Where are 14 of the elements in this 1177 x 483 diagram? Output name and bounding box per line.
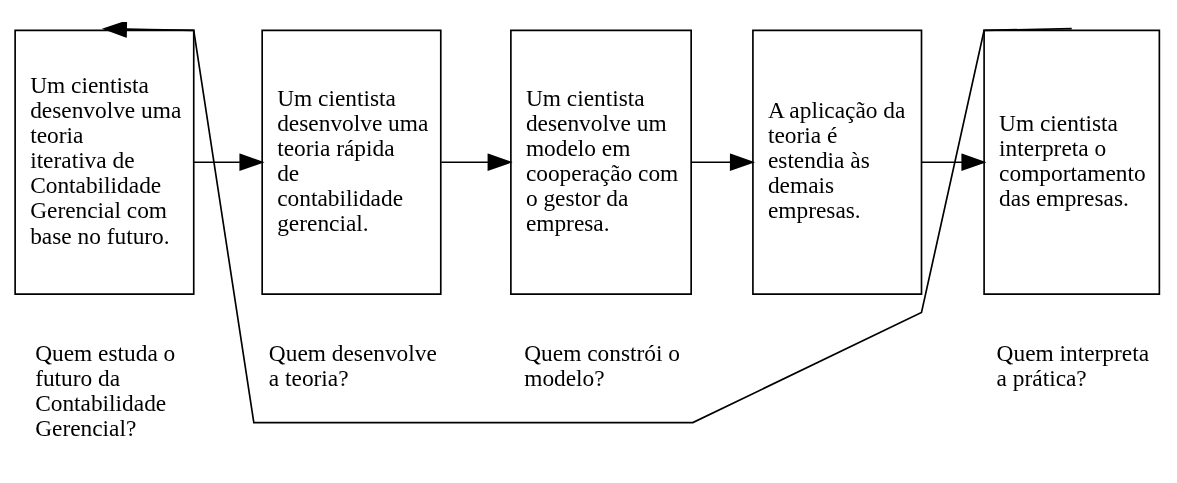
node-label: Quem interpreta a prática? xyxy=(996,340,1150,392)
arrow xyxy=(920,153,987,171)
node-box: Um cientista desenvolve um modelo em cooperação com o gestor da empresa. xyxy=(510,29,692,295)
node-label: Quem desenvolve a teoria? xyxy=(268,340,437,392)
arrow xyxy=(193,153,265,171)
node-label: Quem estuda o futuro da Contabilidade Gerencial? xyxy=(35,340,176,442)
node-box: Um cientista interpreta o comportamento das empresas. xyxy=(983,29,1161,295)
node-label: Quem constrói o modelo? xyxy=(524,340,680,392)
arrow xyxy=(690,153,755,171)
node-box: Um cientista desenvolve uma teoria iterativa de Contabilidade Gerencial com base no futuro. xyxy=(14,29,195,295)
node-box: Um cientista desenvolve uma teoria rápida de contabilidade gerencial. xyxy=(261,29,442,295)
arrow xyxy=(101,22,1073,424)
arrow xyxy=(440,153,513,171)
node-box: A aplicação da teoria é estendia às demais empresas. xyxy=(752,29,923,295)
